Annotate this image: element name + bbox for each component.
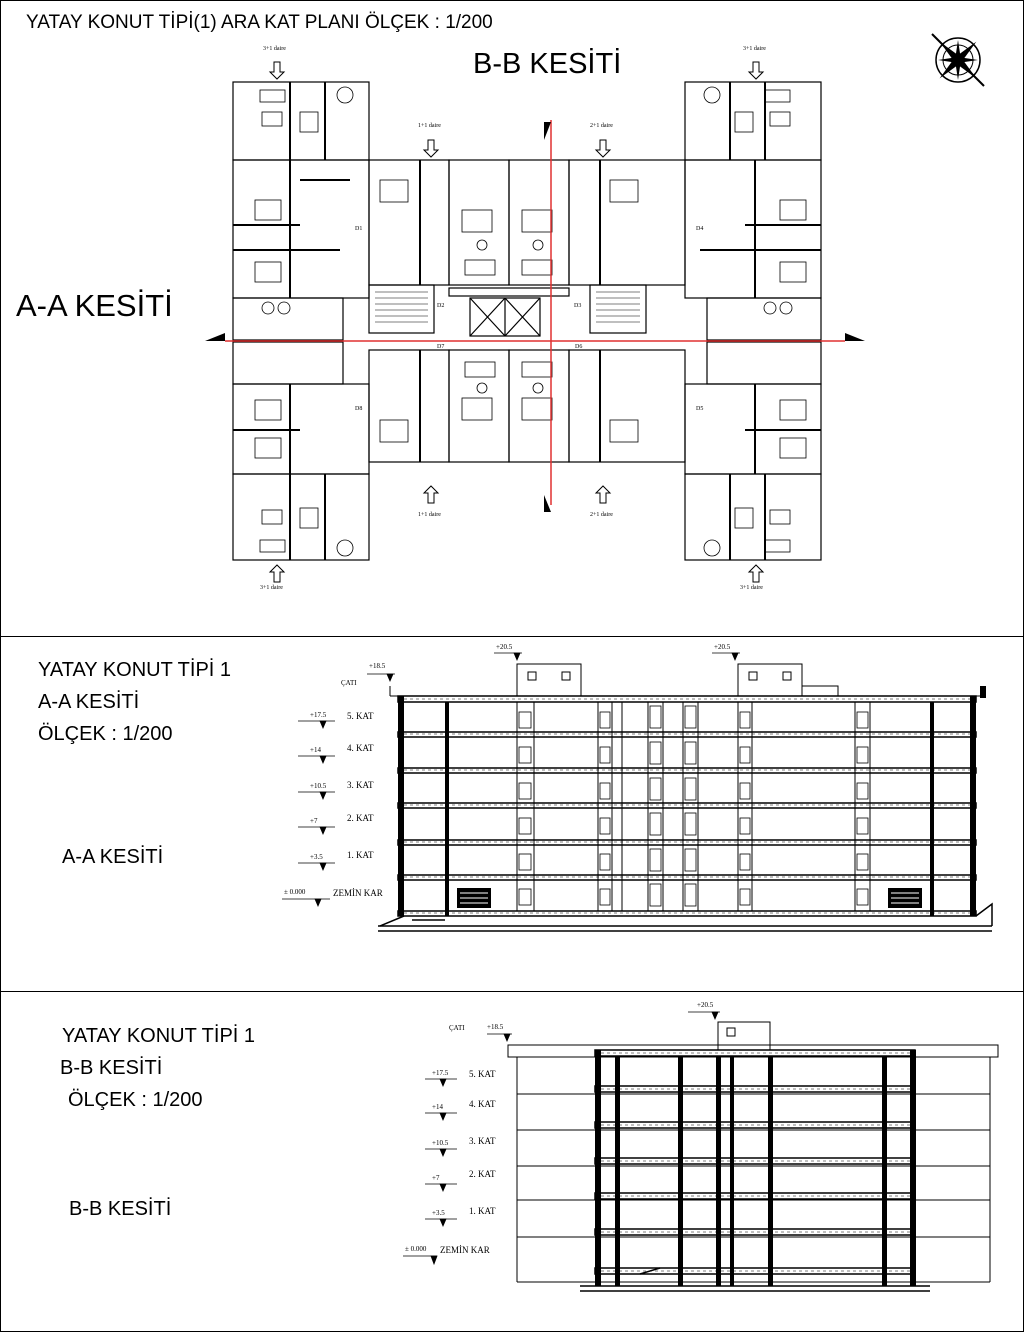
unit-label: 2+1 daire — [590, 512, 613, 518]
aa-title-line: ÖLÇEK : 1/200 — [38, 723, 173, 745]
bb-level: +10.5 — [432, 1139, 449, 1147]
door-tag: D6 — [575, 344, 583, 350]
door-tag: D1 — [355, 226, 363, 232]
bb-level: +3.5 — [432, 1209, 445, 1217]
unit-label: 1+1 daire — [418, 512, 441, 518]
aa-floor-name: 1. KAT — [347, 850, 374, 860]
aa-floor-name: 2. KAT — [347, 813, 374, 823]
unit-label: 3+1 daire — [740, 585, 763, 591]
aa-level: +10.5 — [310, 782, 327, 790]
bb-floor-name: 4. KAT — [469, 1099, 496, 1109]
unit-label: 1+1 daire — [418, 123, 441, 129]
unit-label: 3+1 daire — [263, 46, 286, 52]
floor-plan — [205, 61, 865, 583]
bb-top-level: +20.5 — [697, 1001, 714, 1009]
aa-level: +7 — [310, 817, 318, 825]
unit-label: 3+1 daire — [260, 585, 283, 591]
aa-level: +17.5 — [310, 711, 327, 719]
bb-title-line: YATAY KONUT TİPİ 1 — [62, 1025, 256, 1047]
aa-level: ± 0.000 — [284, 888, 306, 896]
bb-floor-name: ZEMİN KAR — [440, 1245, 490, 1255]
bb-roof-label: ÇATI — [449, 1024, 465, 1032]
door-tag: D7 — [437, 344, 445, 350]
bb-title-block: YATAY KONUT TİPİ 1 B-B KESİTİ ÖLÇEK : 1/… — [60, 1020, 256, 1116]
bb-level: +14 — [432, 1103, 443, 1111]
bb-level: +17.5 — [432, 1069, 449, 1077]
bb-level: +7 — [432, 1174, 440, 1182]
plan-title: YATAY KONUT TİPİ(1) ARA KAT PLANI ÖLÇEK … — [26, 12, 493, 33]
bb-floor-name: 2. KAT — [469, 1169, 496, 1179]
bb-floor-name: 1. KAT — [469, 1206, 496, 1216]
door-tag: D3 — [574, 303, 582, 309]
aa-title-line: YATAY KONUT TİPİ 1 — [38, 659, 232, 681]
bb-title-line: ÖLÇEK : 1/200 — [68, 1089, 203, 1111]
aa-floor-name: ZEMİN KAR — [333, 888, 383, 898]
aa-roof-label: ÇATI — [341, 679, 357, 687]
door-tag: D5 — [696, 406, 704, 412]
unit-label: 2+1 daire — [590, 123, 613, 129]
aa-title-line: A-A KESİTİ — [38, 691, 140, 713]
bb-title-line: B-B KESİTİ — [60, 1057, 163, 1079]
bb-floor-name: 3. KAT — [469, 1136, 496, 1146]
door-tag: D4 — [696, 226, 704, 232]
panel-divider-2 — [0, 991, 1024, 992]
unit-label: 3+1 daire — [743, 46, 766, 52]
aa-level: +3.5 — [310, 853, 323, 861]
aa-caption: A-A KESİTİ — [62, 846, 164, 868]
aa-section-label: A-A KESİTİ — [16, 288, 173, 323]
bb-roof-level: +18.5 — [487, 1023, 504, 1031]
aa-top-level: +20.5 — [714, 643, 731, 651]
aa-title-block: YATAY KONUT TİPİ 1 A-A KESİTİ ÖLÇEK : 1/… — [38, 654, 231, 750]
aa-roof-level: +18.5 — [369, 662, 386, 670]
door-tag: D8 — [355, 406, 363, 412]
panel-divider-1 — [0, 636, 1024, 637]
bb-floor-name: 5. KAT — [469, 1069, 496, 1079]
aa-floor-name: 5. KAT — [347, 711, 374, 721]
aa-floor-name: 4. KAT — [347, 743, 374, 753]
aa-level: +14 — [310, 746, 321, 754]
aa-floor-name: 3. KAT — [347, 780, 374, 790]
bb-section-label: B-B KESİTİ — [473, 48, 622, 80]
north-compass-icon — [931, 33, 985, 87]
bb-caption: B-B KESİTİ — [69, 1198, 172, 1220]
aa-top-level: +20.5 — [496, 643, 513, 651]
bb-level: ± 0.000 — [405, 1245, 427, 1253]
door-tag: D2 — [437, 303, 445, 309]
